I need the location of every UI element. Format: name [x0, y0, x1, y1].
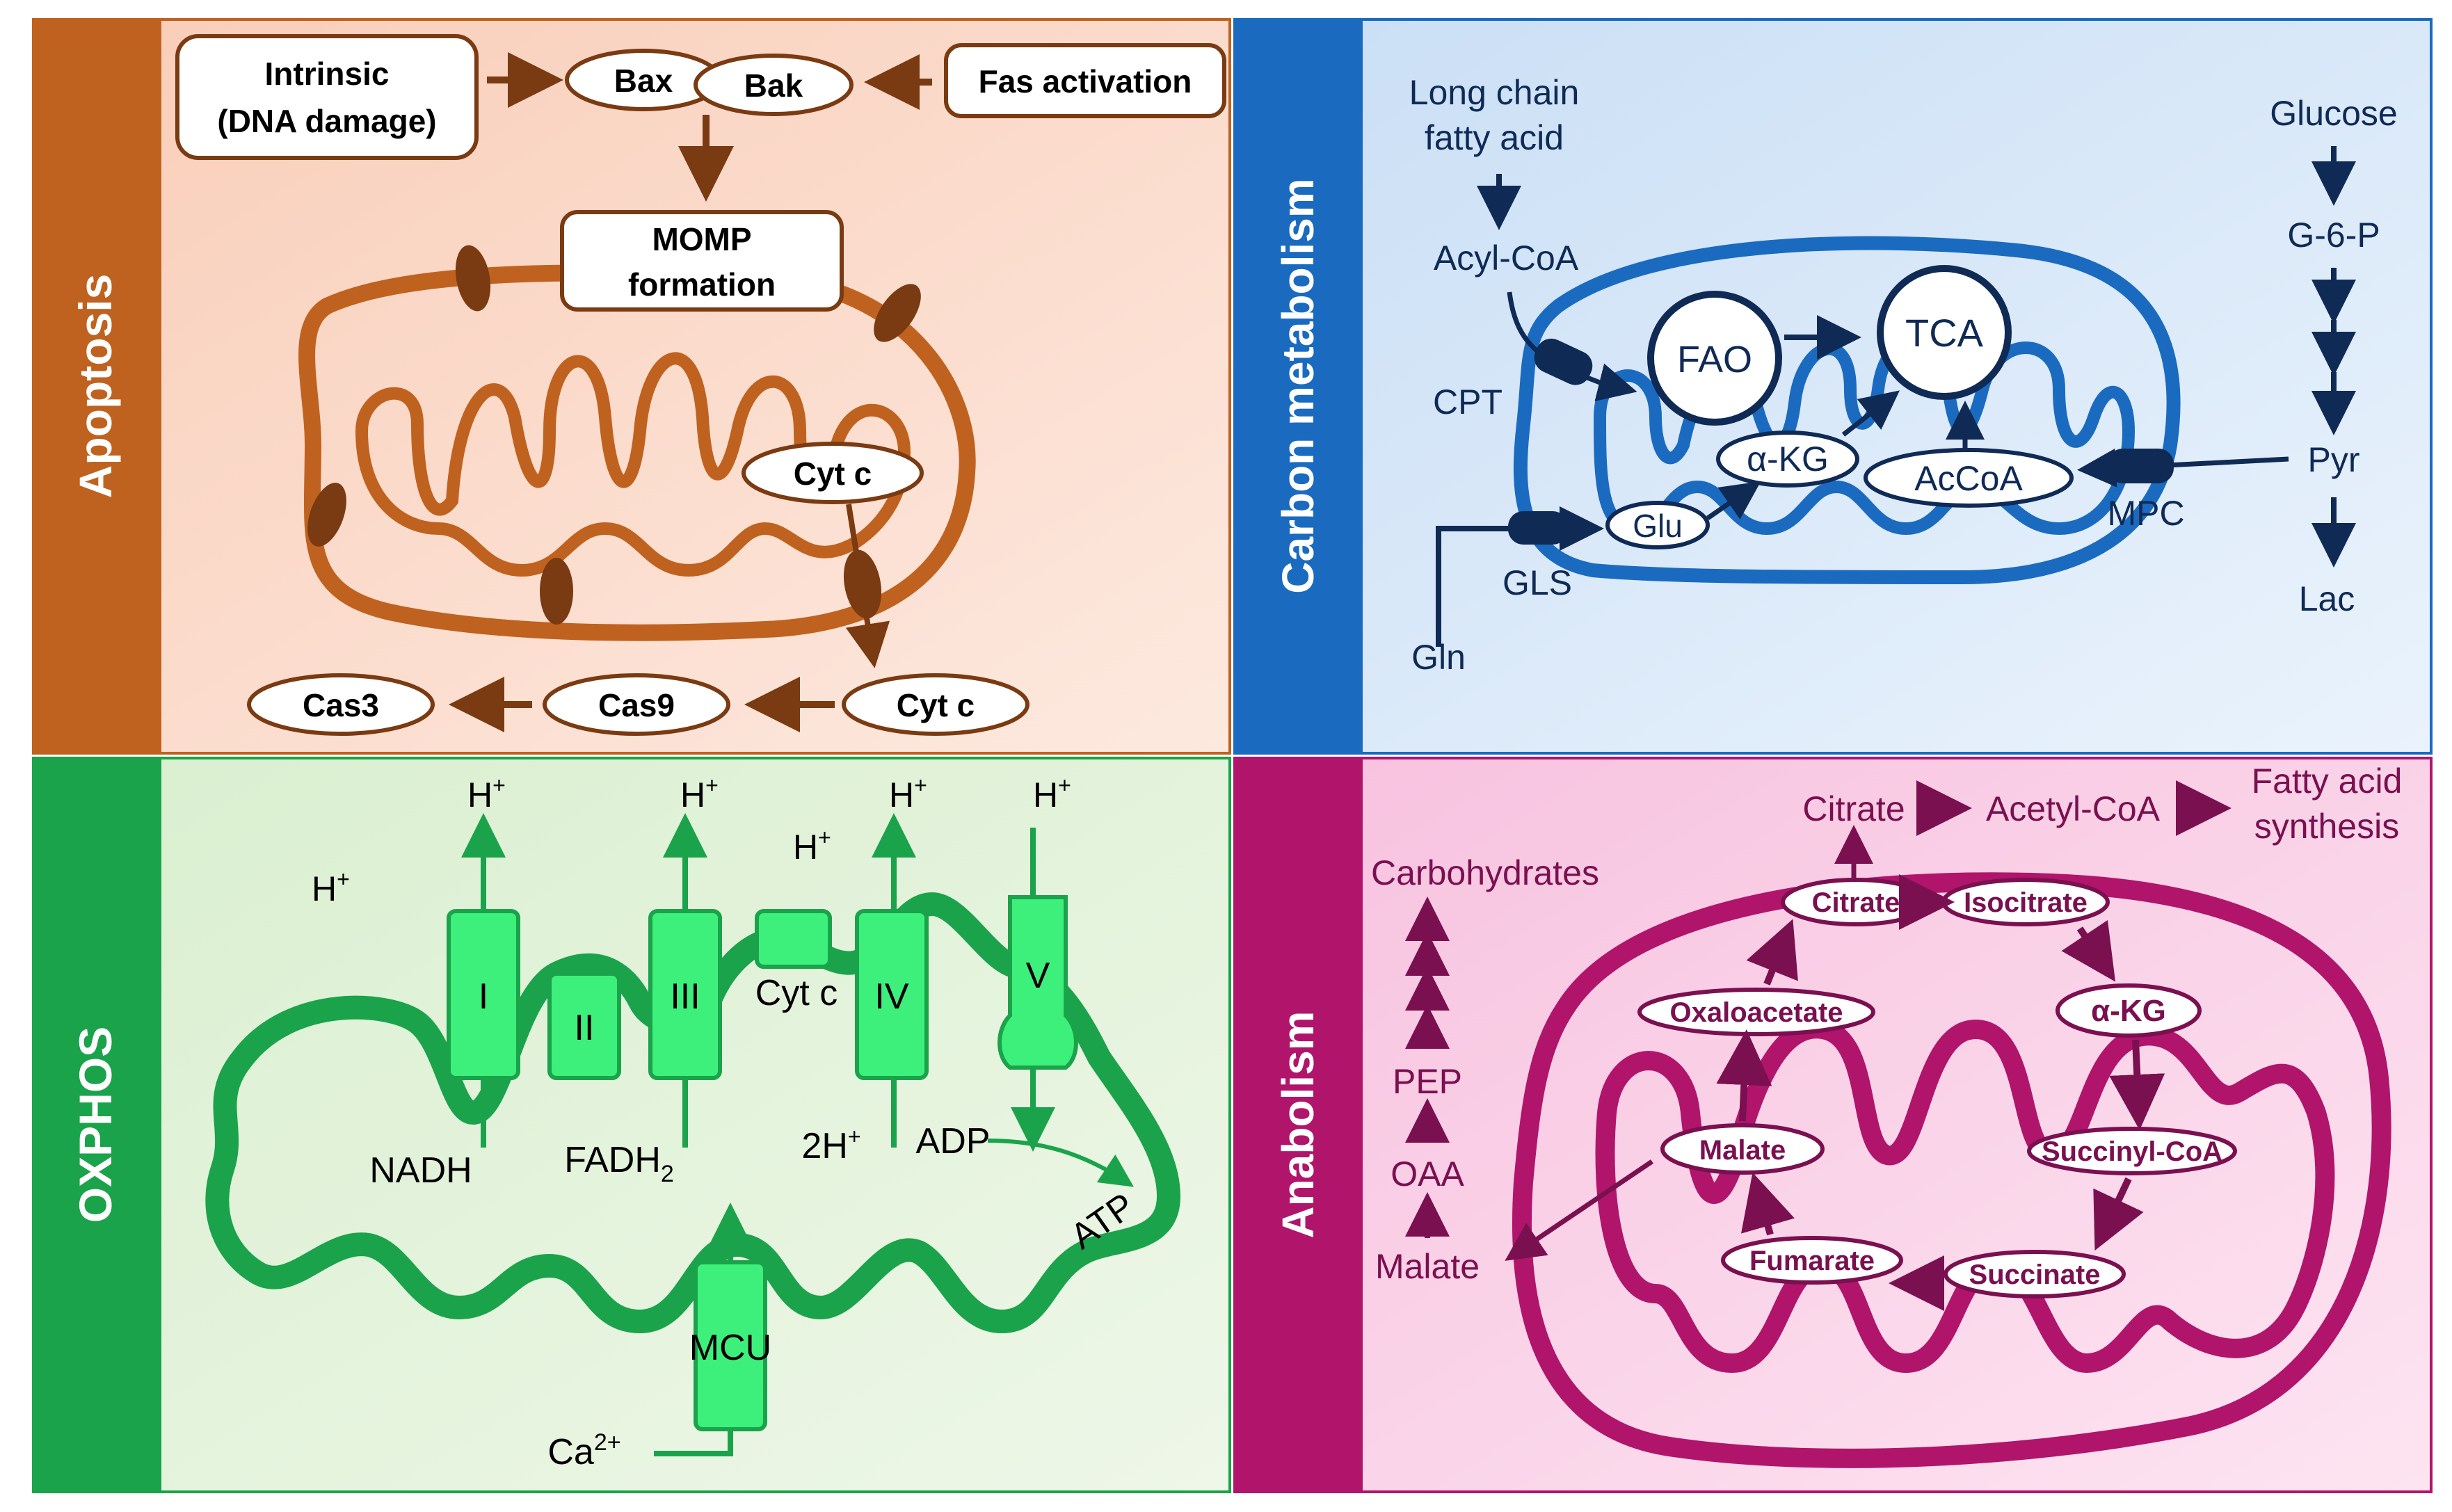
calcium-label: Ca2+ [547, 1429, 620, 1472]
gln-label: Gln [1411, 638, 1466, 677]
carbohydrates-label: Carbohydrates [1371, 853, 1599, 892]
complex-iv [855, 909, 929, 1080]
cas3-label: Cas3 [303, 687, 379, 723]
apoptosis-title: Apoptosis [70, 274, 121, 499]
twoh-label: 2H+ [801, 1124, 860, 1166]
lcfa-sublabel: fatty acid [1425, 118, 1564, 157]
h-plus-iii: H+ [680, 773, 719, 814]
acoa-node [1864, 448, 2074, 508]
apoptosis-inner-membrane [355, 352, 911, 577]
succinate-label: Succinate [1969, 1260, 2101, 1290]
cytc-block [755, 909, 832, 969]
bak-node [694, 54, 854, 116]
momp-sublabel: formation [628, 266, 776, 303]
succinate-node [1944, 1250, 2126, 1298]
carbon-panel: Carbon metabolism Long chain fatty acid … [1233, 18, 2433, 755]
h-plus-i: H+ [467, 773, 506, 814]
akg-label: α-KG [1747, 440, 1829, 478]
momp-label: MOMP [652, 221, 751, 257]
intrinsic-sublabel: (DNA damage) [217, 103, 436, 139]
citrate-out-label: Citrate [1802, 789, 1905, 828]
oaa-label: OAA [1391, 1155, 1464, 1193]
lcfa-label: Long chain [1409, 73, 1580, 112]
mpc-label: MPC [2107, 494, 2184, 533]
glu-node [1605, 501, 1710, 549]
fas-activation-label: Fas activation [979, 63, 1192, 99]
complex-iii-label: III [670, 976, 700, 1017]
malate-label: Malate [1699, 1135, 1786, 1166]
apoptosis-panel: Apoptosis Intrinsic (DNA damage) Bax Bak… [32, 18, 1231, 755]
oxphos-panel: OXPHOS H+ H+ H+ H+ H+ H+ [32, 757, 1231, 1493]
cas9-node [543, 673, 730, 736]
acetylcoa-label: Acetyl-CoA [1986, 789, 2161, 828]
succinylcoa-label: Succinyl-CoA [2042, 1136, 2222, 1167]
malate-out-label: Malate [1375, 1247, 1480, 1286]
complex-iv-label: IV [874, 976, 908, 1017]
bak-label: Bak [744, 67, 803, 104]
cytc-inner-node [742, 442, 924, 504]
akg-ana-node [2056, 983, 2202, 1038]
oxphos-cytc-label: Cyt c [755, 973, 838, 1013]
intrinsic-label: Intrinsic [265, 56, 390, 92]
complex-v-label: V [1026, 956, 1050, 996]
complex-iii [648, 909, 722, 1080]
mpc-transporter [2108, 449, 2174, 483]
fao-node [1647, 291, 1782, 426]
cytc-outer-node [842, 673, 1029, 736]
isocitrate-label: Isocitrate [1964, 887, 2088, 918]
gls-label: GLS [1503, 563, 1572, 602]
cpt-label: CPT [1433, 383, 1503, 421]
fumarate-label: Fumarate [1749, 1246, 1875, 1276]
mcu-channel [694, 1260, 767, 1431]
oxphos-title: OXPHOS [70, 1027, 121, 1223]
carbon-title: Carbon metabolism [1273, 178, 1323, 593]
bax-label: Bax [614, 63, 673, 99]
cytc-inner-label: Cyt c [794, 456, 872, 492]
fatty-acid-label: Fatty acid [2252, 762, 2403, 801]
apoptosis-channels [307, 245, 921, 625]
nadh-label: NADH [369, 1150, 472, 1191]
h-plus-cytc: H+ [793, 825, 831, 867]
tca-label: TCA [1905, 311, 1984, 355]
glu-label: Glu [1633, 508, 1683, 544]
h-plus-iv: H+ [889, 773, 927, 814]
complex-v [997, 895, 1078, 1070]
cytc-outer-label: Cyt c [897, 687, 975, 723]
oxaloacetate-label: Oxaloacetate [1669, 997, 1843, 1028]
anabolism-title: Anabolism [1273, 1011, 1323, 1238]
cas9-label: Cas9 [598, 687, 675, 723]
fatty-acid-sublabel: synthesis [2254, 807, 2399, 846]
fadh-label: FADH2 [564, 1140, 674, 1187]
akg-node [1716, 431, 1859, 488]
complex-ii-label: II [575, 1008, 595, 1048]
tca-node [1877, 265, 2012, 400]
acoa-label: AcCoA [1914, 459, 2023, 498]
citrate-label: Citrate [1812, 887, 1900, 918]
complex-ii [547, 972, 621, 1080]
akg-ana-label: α-KG [2091, 994, 2166, 1028]
acylcoa-label: Acyl-CoA [1434, 239, 1579, 278]
carbon-outer-membrane [1513, 236, 2181, 585]
complex-i-label: I [479, 976, 488, 1017]
g6p-label: G-6-P [2287, 216, 2380, 255]
anabolism-panel: Anabolism Citrate Acetyl-CoA Fatty acid … [1233, 757, 2433, 1493]
cas3-node [247, 673, 435, 736]
gls-transporter [1508, 511, 1568, 545]
complex-i [447, 909, 520, 1080]
pep-label: PEP [1393, 1062, 1462, 1101]
cpt-transporter [1534, 338, 1593, 385]
mcu-label: MCU [689, 1328, 771, 1368]
fao-label: FAO [1677, 339, 1752, 380]
h-plus-v: H+ [1033, 773, 1071, 814]
lac-label: Lac [2299, 579, 2355, 618]
adp-label: ADP [916, 1121, 991, 1161]
h-plus-left: H+ [312, 867, 350, 908]
pyr-label: Pyr [2308, 440, 2360, 479]
glucose-label: Glucose [2270, 94, 2397, 133]
